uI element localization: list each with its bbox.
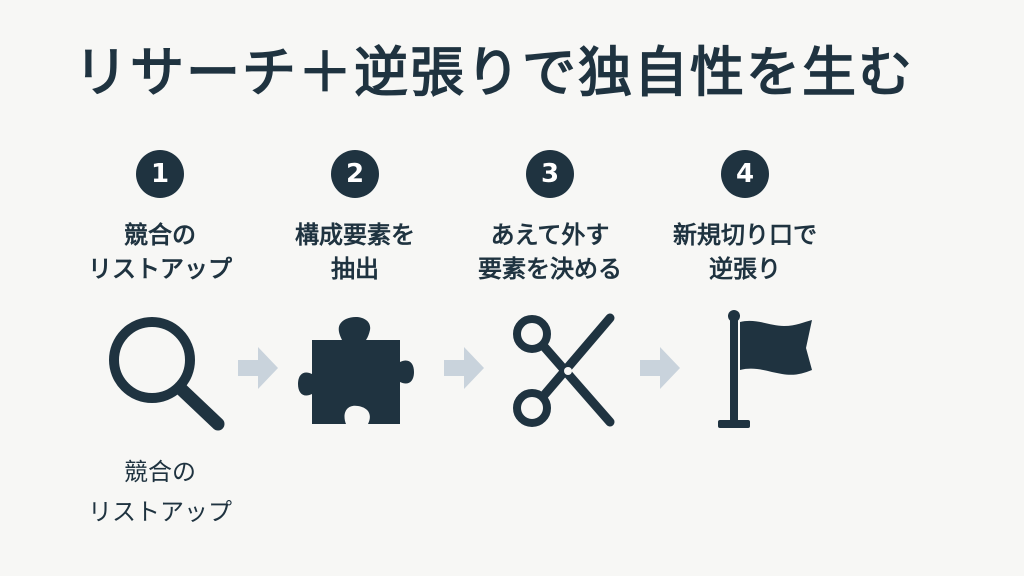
step-number-badge: 1 <box>136 150 184 198</box>
step-2: 2 構成要素を 抽出 <box>270 150 440 286</box>
magnifier-icon <box>109 317 225 431</box>
caption-line1: 競合の <box>124 458 196 486</box>
step-label-line2: リストアップ <box>88 255 232 283</box>
arrow-right-icon <box>444 347 484 389</box>
step-label: 新規切り口で 逆張り <box>660 218 830 286</box>
step-label: あえて外す 要素を決める <box>465 218 635 286</box>
step-label: 構成要素を 抽出 <box>270 218 440 286</box>
step-label-line1: 構成要素を <box>295 221 415 249</box>
icon-caption: 競合の リストアップ <box>80 452 240 532</box>
step-number-badge: 3 <box>526 150 574 198</box>
step-4: 4 新規切り口で 逆張り <box>660 150 830 286</box>
step-label-line2: 要素を決める <box>478 255 622 283</box>
arrow-right-icon <box>640 347 680 389</box>
step-number-badge: 4 <box>721 150 769 198</box>
page-title: リサーチ＋逆張りで独自性を生む <box>74 41 914 104</box>
arrow-right-icon <box>238 347 278 389</box>
step-1: 1 競合の リストアップ <box>75 150 245 286</box>
step-3: 3 あえて外す 要素を決める <box>465 150 635 286</box>
flag-icon <box>718 310 812 428</box>
step-label-line1: 競合の <box>124 221 196 249</box>
step-label-line2: 抽出 <box>331 255 379 283</box>
scissors-icon <box>513 313 615 427</box>
caption-line2: リストアップ <box>88 498 232 526</box>
step-label-line1: 新規切り口で <box>673 221 817 249</box>
step-label: 競合の リストアップ <box>75 218 245 286</box>
step-number-badge: 2 <box>331 150 379 198</box>
puzzle-piece-icon <box>298 317 414 424</box>
step-label-line1: あえて外す <box>490 221 610 249</box>
step-label-line2: 逆張り <box>709 255 781 283</box>
